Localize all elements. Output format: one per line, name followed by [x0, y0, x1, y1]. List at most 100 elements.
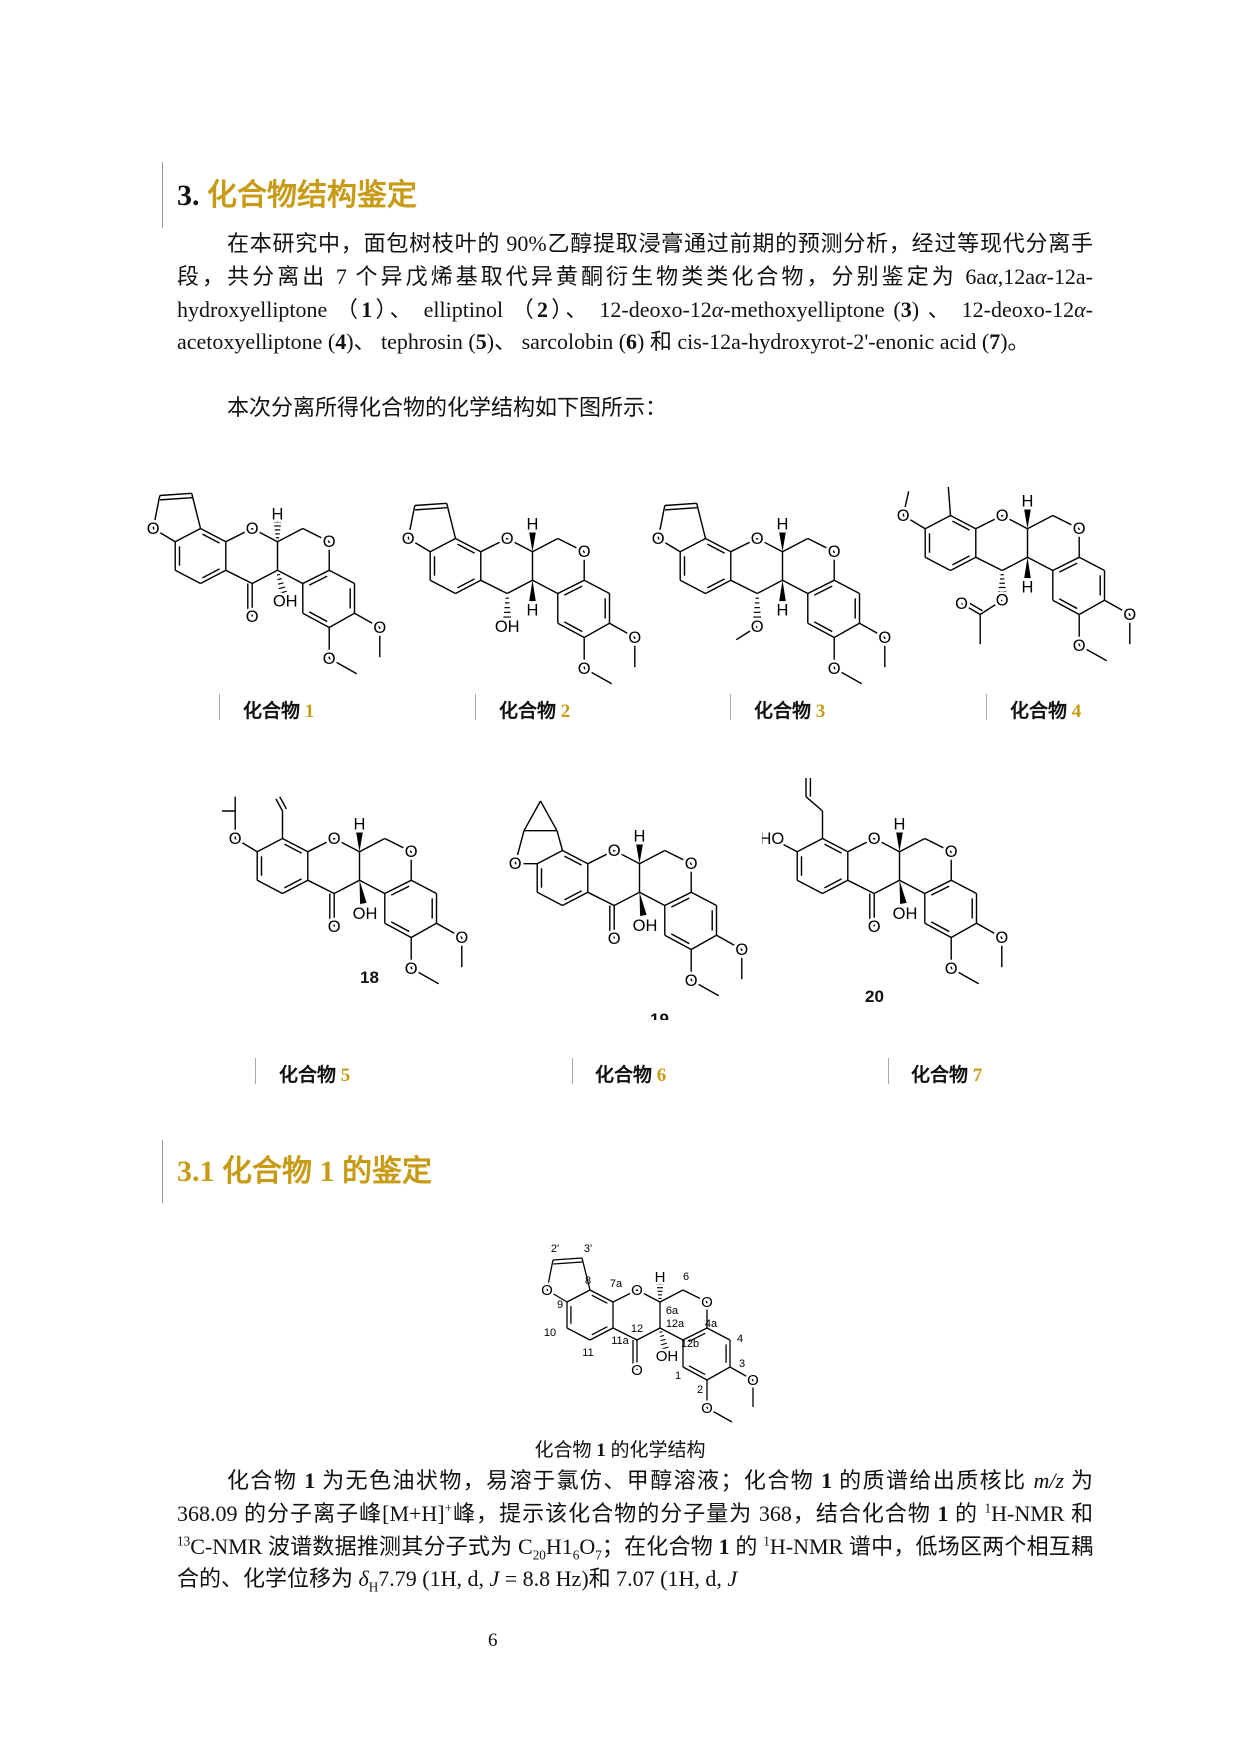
bond: [924, 922, 952, 939]
bond: [302, 527, 330, 543]
bond: [1001, 556, 1028, 572]
bond: [539, 800, 558, 832]
caption-compound-2: 化合物 2: [499, 696, 570, 723]
bond: [562, 891, 589, 907]
text-segment: 7: [989, 329, 1001, 355]
atom-label: O: [685, 855, 698, 873]
bond: [679, 537, 706, 553]
bond: [284, 878, 302, 889]
bond: [251, 527, 278, 543]
bond: [234, 837, 258, 853]
atom-label: O: [578, 660, 591, 678]
bond: [847, 879, 875, 895]
caption-compound-5: 化合物 5: [279, 1060, 350, 1087]
text-segment: 7: [595, 1546, 602, 1562]
bond: [950, 514, 977, 530]
intro-paragraph: 在本研究中，面包树枝叶的 90%乙醇提取浸膏通过前期的预测分析，经过等现代分离手…: [177, 228, 1093, 359]
text-segment: δ: [358, 1566, 369, 1592]
bond: [670, 897, 690, 908]
bond: [859, 622, 886, 639]
bond: [636, 1327, 661, 1341]
text-segment: ) 和 cis-12a-hydroxyrot-2'-enonic acid (: [637, 329, 990, 355]
bond: [552, 1257, 583, 1261]
bond: [813, 621, 833, 633]
atom-number: 12: [631, 1323, 643, 1335]
bond: [328, 657, 358, 675]
bond: [282, 837, 309, 853]
text-segment: 1: [821, 1468, 833, 1493]
atom-label: H: [1022, 493, 1034, 511]
atom-label: O: [455, 929, 468, 947]
wedge-bond: [779, 580, 786, 602]
bond: [359, 879, 386, 895]
atom-label: H: [354, 816, 366, 834]
atom-label: O: [628, 629, 641, 647]
atom-label: O: [328, 830, 341, 848]
bond: [563, 585, 583, 596]
atom-number: 6a: [666, 1305, 679, 1317]
text-segment: 1: [763, 1533, 770, 1549]
text-segment: 4: [335, 329, 347, 355]
caption-compound-4: 化合物 4: [1010, 696, 1081, 723]
bond: [679, 579, 706, 595]
bond: [557, 537, 585, 553]
bond: [251, 569, 278, 585]
atom-label: OH: [656, 1348, 679, 1365]
bond: [333, 879, 360, 895]
atom-label: O: [405, 843, 418, 861]
bond: [279, 590, 287, 594]
atom-label: O: [996, 507, 1009, 525]
atom-number: 3': [584, 1243, 592, 1255]
bond: [407, 505, 416, 539]
bond: [591, 1326, 608, 1336]
bond: [587, 891, 615, 907]
atom-label: O: [945, 960, 958, 978]
bond: [302, 569, 330, 585]
text-segment: H-NMR 和: [991, 1500, 1093, 1526]
bond: [480, 579, 508, 595]
bond: [429, 579, 456, 595]
wedge-bond: [779, 532, 786, 552]
figure-caption-label: 化合物: [534, 1440, 592, 1461]
bond: [1078, 644, 1108, 662]
text-segment: +: [444, 1500, 453, 1516]
atom-label: H: [1022, 579, 1034, 597]
bond: [730, 579, 758, 595]
caption-bar: [986, 694, 987, 720]
text-segment: ) 、 12-deoxo-12: [911, 296, 1075, 322]
bond: [961, 602, 981, 616]
atom-label: O: [246, 520, 259, 538]
bond: [833, 667, 863, 685]
caption-number: 6: [656, 1065, 667, 1086]
bond: [873, 879, 900, 895]
atom-label: O: [1123, 606, 1136, 624]
wedge-bond: [896, 832, 903, 852]
caption-label: 化合物: [595, 1065, 653, 1086]
text-segment: 在本研究中，面包树枝叶的 90%乙醇提取浸膏通过前期的预测分析，经过等现代分离手…: [177, 231, 1093, 289]
text-segment: 2: [537, 296, 548, 322]
bond: [805, 796, 823, 812]
caption-number: 4: [1071, 701, 1082, 722]
bond: [796, 837, 823, 853]
bond: [307, 879, 335, 895]
bond: [950, 556, 977, 572]
atom-number: 12b: [681, 1338, 699, 1350]
bond: [796, 879, 823, 895]
bond: [308, 575, 328, 586]
caption-bar: [219, 694, 220, 720]
bond: [873, 837, 900, 853]
bond: [174, 569, 201, 585]
caption-bar: [730, 694, 731, 720]
bond: [707, 543, 725, 554]
bond: [282, 879, 309, 895]
text-segment: α: [711, 296, 724, 322]
caption-number: 2: [560, 701, 571, 722]
bond: [833, 622, 860, 639]
atom-label: O: [735, 941, 748, 959]
bond: [583, 667, 613, 685]
atom-number: 10: [544, 1327, 556, 1339]
text-segment: )。: [1000, 329, 1030, 355]
bond: [706, 1407, 733, 1423]
bond: [277, 577, 282, 581]
